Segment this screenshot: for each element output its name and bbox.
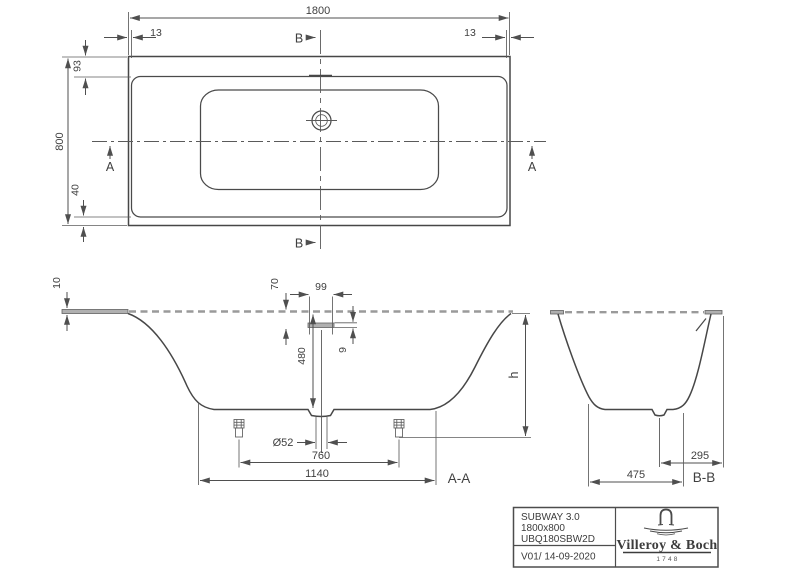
dim-93-label: 93: [72, 60, 84, 72]
dim-295: 295: [661, 316, 724, 468]
dim-480: 480: [296, 314, 316, 408]
dim-h: h: [507, 313, 530, 436]
foot-left-icon: [233, 419, 245, 438]
overflow-slot: [307, 322, 335, 328]
tub-outer-edge: [127, 55, 511, 227]
section-aa-title: A-A: [448, 471, 471, 486]
section-a-right-label: A: [528, 160, 537, 174]
dim-10-label: 10: [51, 277, 63, 289]
section-bb-title: B-B: [693, 470, 716, 485]
section-b-marker-bottom: B: [295, 237, 316, 251]
dim-480-label: 480: [296, 347, 308, 365]
dim-40: 40: [70, 184, 131, 242]
dim-70: 70: [269, 278, 289, 345]
product-size: 1800x800: [521, 523, 565, 534]
brand-name: Villeroy & Boch: [617, 538, 718, 553]
rim-flange-left: [550, 310, 564, 315]
section-a-left-label: A: [106, 160, 115, 174]
dim-drain-diameter: Ø52: [273, 417, 347, 449]
section-a-marker-left: A: [106, 146, 115, 174]
tap-icon: [643, 508, 689, 536]
rim-flange-right: [704, 310, 723, 315]
top-view: 1800 13 13 800 93: [54, 5, 546, 252]
dim-475: 475: [588, 404, 684, 487]
overflow-tick-bb: [695, 318, 707, 332]
dim-70-label: 70: [269, 278, 281, 290]
brand-logo: Villeroy & Boch 1748: [617, 508, 718, 563]
dim-10: 10: [51, 277, 70, 331]
drain-icon: [306, 110, 337, 131]
section-b-marker-top: B: [295, 32, 316, 46]
product-name: SUBWAY 3.0: [521, 512, 580, 523]
section-b-top-label: B: [295, 32, 303, 46]
brand-founded: 1748: [656, 556, 679, 563]
article-number: UBQ180SBW2D: [521, 534, 595, 545]
dim-1140-label: 1140: [305, 468, 329, 480]
revision-date: V01/ 14-09-2020: [521, 552, 596, 563]
dim-drain-diameter-label: Ø52: [273, 437, 294, 449]
foot-right-icon: [393, 419, 405, 438]
section-bb-view: 295 475 B-B: [550, 310, 724, 487]
title-block: SUBWAY 3.0 1800x800 UBQ180SBW2D V01/ 14-…: [512, 506, 719, 568]
dim-13-right: 13: [464, 27, 534, 58]
dim-9-label: 9: [337, 347, 349, 353]
dim-1140: 1140: [198, 403, 437, 485]
rim-band: [61, 309, 129, 314]
dim-13-right-label: 13: [464, 27, 476, 39]
dim-295-label: 295: [691, 450, 709, 462]
dim-475-label: 475: [627, 469, 645, 481]
dim-760-label: 760: [312, 450, 330, 462]
tub-profile-aa: [127, 312, 512, 418]
dim-9: 9: [334, 306, 357, 353]
dim-800: 800: [54, 56, 127, 226]
dim-13-left-label: 13: [150, 27, 162, 39]
tub-basin-floor: [199, 89, 440, 191]
dim-1800-label: 1800: [306, 5, 330, 17]
tub-profile-bb: [557, 313, 712, 417]
section-b-bottom-label: B: [295, 237, 303, 251]
dim-760: 760: [238, 439, 400, 468]
section-aa-view: 10 70 99 9 480: [51, 277, 531, 486]
dim-1800: 1800: [128, 5, 510, 55]
dim-99: 99: [290, 281, 352, 298]
dim-93: 93: [72, 40, 131, 95]
dim-h-label: h: [507, 371, 521, 378]
dim-99-label: 99: [315, 281, 327, 293]
dim-40-label: 40: [70, 184, 82, 196]
dim-800-label: 800: [54, 132, 66, 150]
dim-13-left: 13: [104, 27, 162, 58]
section-a-marker-right: A: [528, 146, 537, 174]
tub-rim-opening: [130, 75, 508, 218]
